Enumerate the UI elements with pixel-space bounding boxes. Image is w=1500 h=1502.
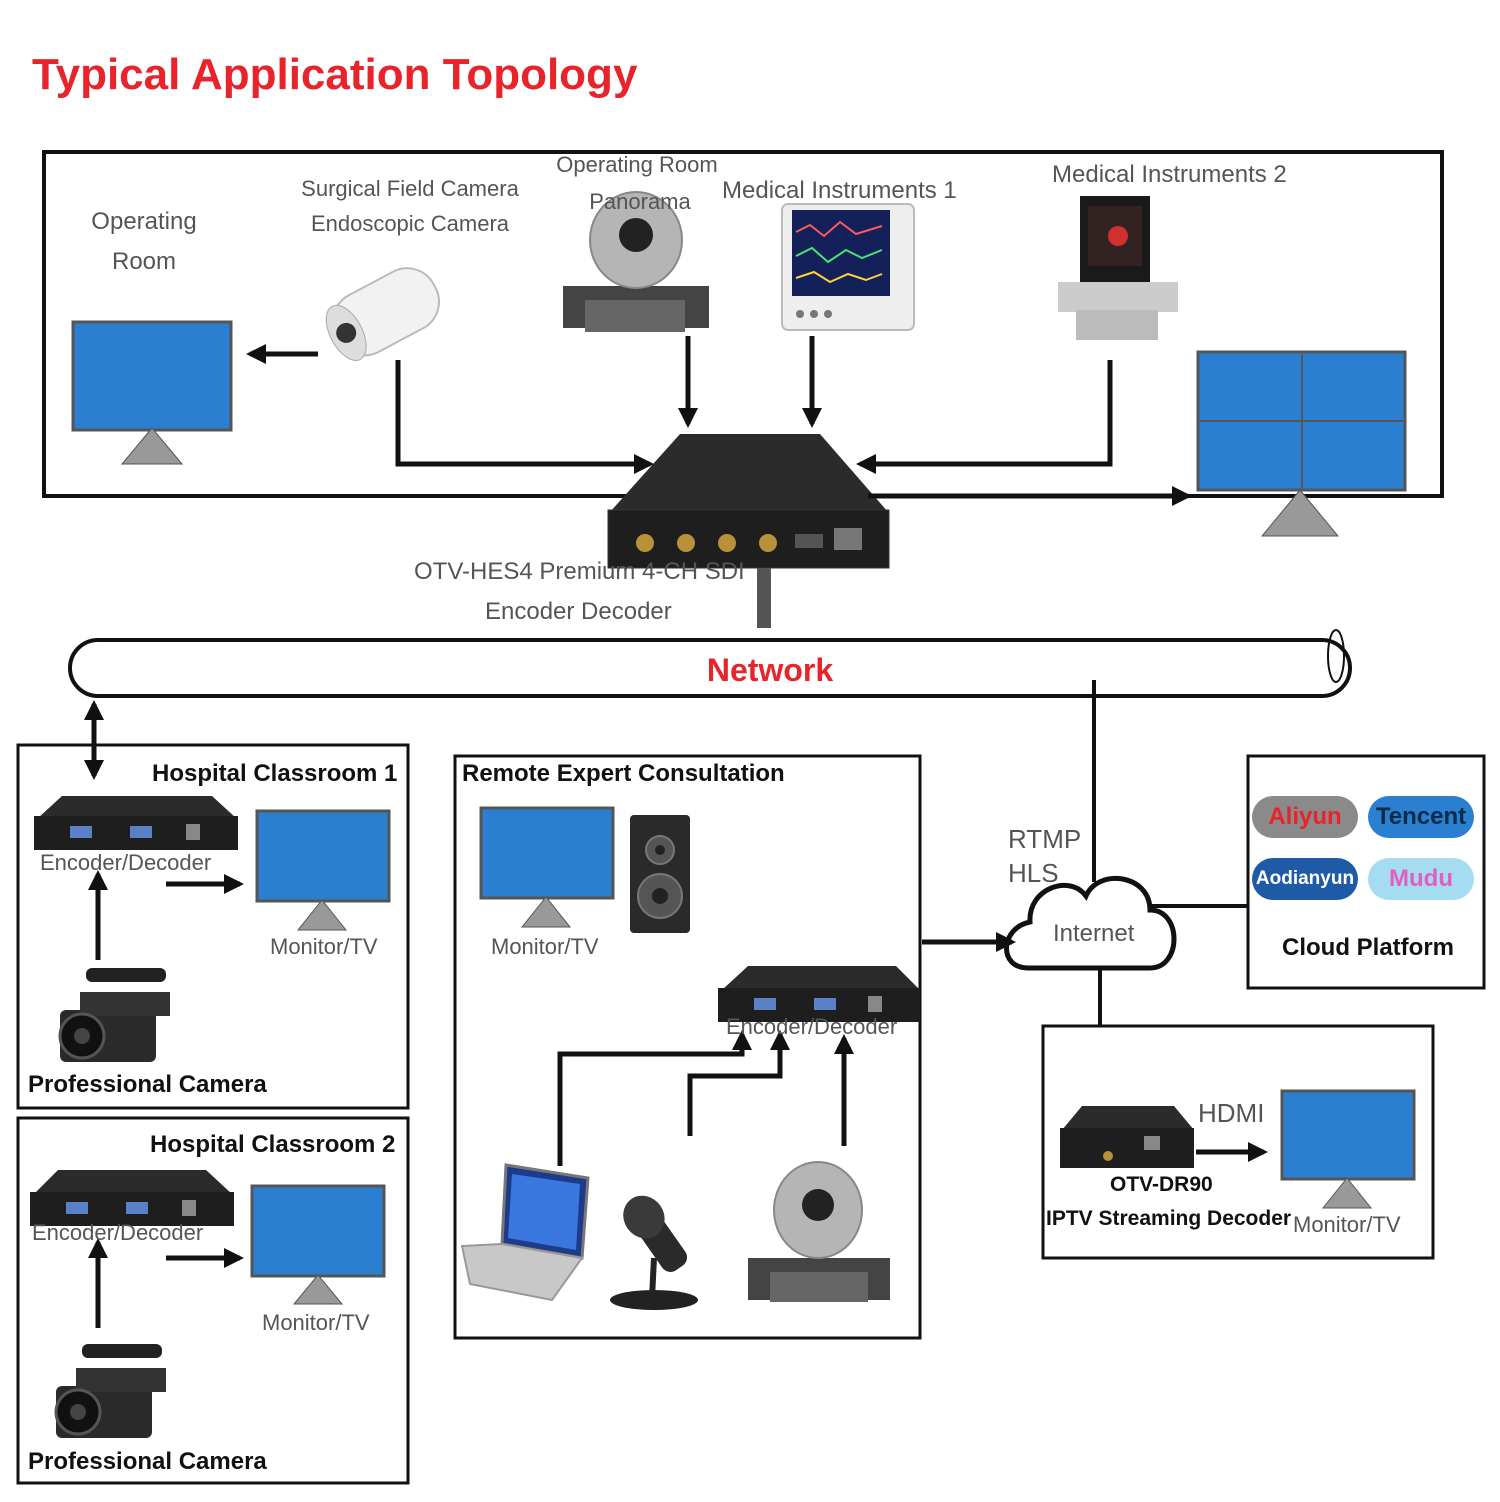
classroom2-camera-label: Professional Camera xyxy=(28,1448,267,1475)
classroom2-monitor-label: Monitor/TV xyxy=(262,1310,370,1335)
classroom1-region xyxy=(16,743,410,1110)
cloud-platform-label: Cloud Platform xyxy=(1282,934,1454,961)
remote-ptz-camera-icon xyxy=(748,1161,890,1302)
protocol-hls: HLS xyxy=(1008,858,1059,888)
provider-aodianyun: Aodianyun xyxy=(1252,858,1358,900)
classroom1-title: Hospital Classroom 1 xyxy=(152,760,398,787)
main-encoder-device xyxy=(607,434,890,569)
operating-room-label-1: Operating xyxy=(91,208,197,235)
speaker-icon xyxy=(630,815,690,933)
provider-mudu: Mudu xyxy=(1368,858,1474,900)
page-title: Typical Application Topology xyxy=(32,50,638,99)
network-label: Network xyxy=(706,652,834,688)
quad-view-monitor xyxy=(1196,350,1407,537)
microphone-icon xyxy=(610,1195,698,1310)
classroom2-title: Hospital Classroom 2 xyxy=(150,1131,396,1158)
remote-region xyxy=(453,754,922,1340)
classroom2-encoder-device xyxy=(30,1170,234,1226)
network-pipe xyxy=(68,629,1352,698)
remote-monitor-label: Monitor/TV xyxy=(491,934,599,959)
iptv-monitor-label: Monitor/TV xyxy=(1293,1212,1401,1237)
internet-label: Internet xyxy=(1053,920,1135,947)
arrow-laptop-to-encoder xyxy=(557,1030,752,1166)
classroom1-camera-icon xyxy=(58,968,170,1062)
surgical-camera-label-2: Endoscopic Camera xyxy=(310,211,510,236)
protocol-rtmp: RTMP xyxy=(1008,824,1082,854)
main-encoder-label-2: Encoder Decoder xyxy=(485,598,672,625)
panorama-camera-icon xyxy=(563,191,709,332)
patient-monitor-icon xyxy=(781,203,915,331)
operating-room-monitor xyxy=(71,320,233,465)
panorama-label-2: Panorama xyxy=(589,189,691,214)
classroom1-monitor-label: Monitor/TV xyxy=(270,934,378,959)
laptop-icon xyxy=(460,1163,590,1302)
classroom1-monitor xyxy=(255,809,391,931)
panorama-label-1: Operating Room xyxy=(556,152,718,177)
main-encoder-label-1: OTV-HES4 Premium 4-CH SDI xyxy=(414,558,745,585)
classroom1-encoder-device xyxy=(34,796,238,850)
surgical-camera-icon xyxy=(325,267,440,361)
remote-title: Remote Expert Consultation xyxy=(462,760,785,787)
arrow-mic-to-encoder xyxy=(687,1030,790,1136)
iptv-decoder-device xyxy=(1060,1106,1194,1168)
hdmi-label: HDMI xyxy=(1198,1098,1265,1128)
encoder-network-link xyxy=(757,568,771,628)
iptv-region xyxy=(1041,1024,1435,1260)
operating-room-label-2: Room xyxy=(111,248,177,275)
provider-aliyun: Aliyun xyxy=(1252,796,1358,838)
classroom2-encoder-label: Encoder/Decoder xyxy=(32,1220,204,1245)
iptv-name-label: IPTV Streaming Decoder xyxy=(1046,1207,1292,1230)
arrow-instruments2-to-encoder xyxy=(856,360,1113,474)
cloud-platform-region xyxy=(1246,754,1486,990)
iptv-model-label: OTV-DR90 xyxy=(1110,1173,1213,1196)
classroom2-camera-icon xyxy=(54,1344,166,1438)
classroom1-camera-label: Professional Camera xyxy=(28,1071,267,1098)
provider-tencent: Tencent xyxy=(1368,796,1474,838)
instruments-1-label: Medical Instruments 1 xyxy=(722,177,957,204)
iptv-monitor xyxy=(1280,1089,1416,1209)
remote-encoder-label: Encoder/Decoder xyxy=(726,1014,898,1039)
classroom2-region xyxy=(16,1116,410,1485)
remote-encoder-device xyxy=(718,966,920,1022)
remote-monitor xyxy=(479,806,615,928)
surgical-camera-label-1: Surgical Field Camera xyxy=(301,176,519,201)
instruments-2-label: Medical Instruments 2 xyxy=(1052,161,1287,188)
classroom1-encoder-label: Encoder/Decoder xyxy=(40,850,212,875)
ultrasound-icon xyxy=(1058,196,1178,340)
arrow-surgical-to-encoder xyxy=(395,360,654,474)
classroom2-monitor xyxy=(250,1184,386,1305)
